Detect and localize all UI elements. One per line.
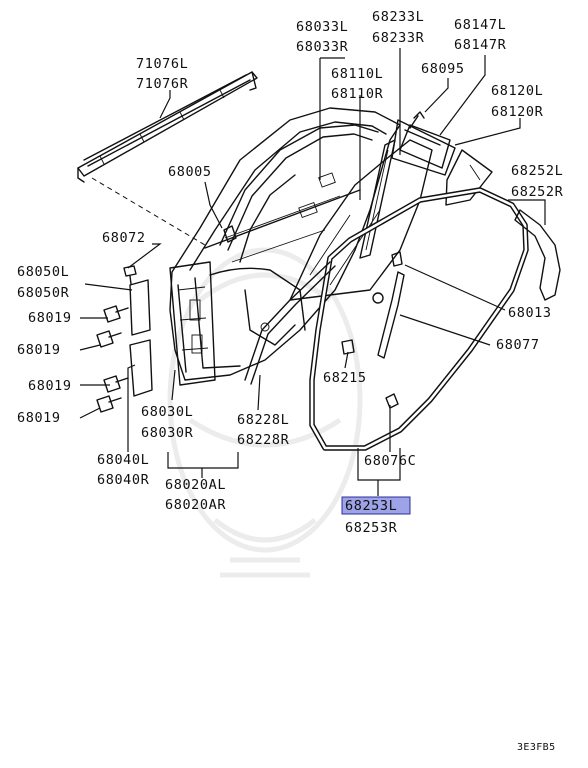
label-68072[interactable]: 68072 — [102, 230, 146, 246]
label-68233L[interactable]: 68233L — [372, 9, 424, 25]
door-glass-68110 — [289, 139, 433, 301]
rear-seal-68252 — [514, 209, 561, 301]
label-68040R[interactable]: 68040R — [97, 472, 150, 488]
label-68147R[interactable]: 68147R — [454, 37, 507, 53]
door-weatherstrip-68253 — [309, 187, 529, 451]
quarter-glass-68120 — [399, 124, 451, 169]
label-68215[interactable]: 68215 — [323, 370, 367, 386]
label-68019-b[interactable]: 68019 — [17, 342, 61, 358]
label-68076C[interactable]: 68076C — [364, 453, 416, 469]
seal-strip-68077 — [377, 271, 405, 359]
label-68020AR[interactable]: 68020AR — [165, 497, 226, 513]
label-68077[interactable]: 68077 — [496, 337, 540, 353]
label-68005[interactable]: 68005 — [168, 164, 212, 180]
diagram-code: 3E3FB5 — [517, 742, 556, 753]
label-68147L[interactable]: 68147L — [454, 17, 506, 33]
label-68033R[interactable]: 68033R — [296, 39, 349, 55]
fasteners — [96, 111, 425, 413]
label-68120R[interactable]: 68120R — [491, 104, 544, 120]
corner-weatherstrip-68147 — [391, 119, 456, 176]
label-68019-d[interactable]: 68019 — [17, 410, 61, 426]
label-68050R[interactable]: 68050R — [17, 285, 70, 301]
label-68033L[interactable]: 68033L — [296, 19, 348, 35]
label-68110R[interactable]: 68110R — [331, 86, 384, 102]
label-68252L[interactable]: 68252L — [511, 163, 563, 179]
label-68095[interactable]: 68095 — [421, 61, 465, 77]
label-68013[interactable]: 68013 — [508, 305, 552, 321]
label-68020AL[interactable]: 68020AL — [165, 477, 226, 493]
label-68228L[interactable]: 68228L — [237, 412, 289, 428]
door-panel — [169, 107, 401, 381]
belt-moulding-71076 — [77, 71, 258, 183]
label-68040L[interactable]: 68040L — [97, 452, 149, 468]
watermark-emblem — [167, 247, 363, 578]
moulding-dashed-line — [91, 177, 206, 246]
label-68019-a[interactable]: 68019 — [28, 310, 72, 326]
label-68228R[interactable]: 68228R — [237, 432, 290, 448]
label-68120L[interactable]: 68120L — [491, 83, 543, 99]
label-68030R[interactable]: 68030R — [141, 425, 194, 441]
label-68252R[interactable]: 68252R — [511, 184, 564, 200]
hinge-assembly — [129, 261, 216, 397]
part-labels: 71076L 71076R 68033L 68033R 68233L 68233… — [17, 9, 564, 536]
label-68233R[interactable]: 68233R — [372, 30, 425, 46]
highlight-box-68253L — [341, 496, 411, 515]
label-68110L[interactable]: 68110L — [331, 66, 383, 82]
inner-weatherstrip-68228 — [244, 261, 336, 385]
label-71076L[interactable]: 71076L — [136, 56, 188, 72]
label-68253L[interactable]: 68253L — [345, 498, 397, 514]
quarter-window-68252 — [445, 149, 493, 206]
label-68030L[interactable]: 68030L — [141, 404, 193, 420]
sash-channel-68033 — [219, 124, 379, 263]
leader-lines — [79, 48, 546, 496]
label-68253R[interactable]: 68253R — [345, 520, 398, 536]
label-68050L[interactable]: 68050L — [17, 264, 69, 280]
label-71076R[interactable]: 71076R — [136, 76, 189, 92]
label-68019-c[interactable]: 68019 — [28, 378, 72, 394]
run-channel-68233 — [359, 139, 396, 259]
